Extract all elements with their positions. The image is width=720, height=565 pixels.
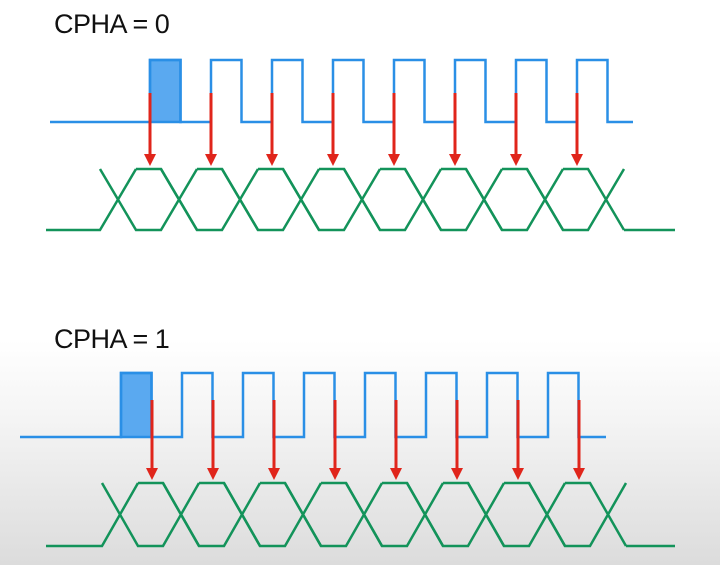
- down-arrow-icon: [329, 400, 341, 480]
- data-bit-1: [161, 481, 262, 548]
- down-arrow-icon: [510, 93, 522, 166]
- data-bit-0: [98, 167, 199, 232]
- data-bit-6: [464, 167, 565, 232]
- sample-arrows: [144, 93, 583, 166]
- data-bit-2: [222, 481, 323, 548]
- data-bit-5: [405, 481, 506, 548]
- down-arrow-icon: [327, 93, 339, 166]
- first-half-cycle-highlight: [148, 58, 182, 124]
- panel-title-cpha0: CPHA = 0: [54, 9, 170, 39]
- down-arrow-icon: [512, 400, 524, 480]
- data-bit-5: [403, 167, 504, 232]
- down-arrow-icon: [144, 93, 156, 166]
- data-idle-left: [46, 482, 140, 548]
- down-arrow-icon: [451, 400, 463, 480]
- clock-waveform: [50, 58, 633, 124]
- panel-title-cpha1: CPHA = 1: [54, 324, 170, 354]
- data-bit-0: [100, 481, 201, 548]
- data-waveform: [46, 481, 675, 548]
- down-arrow-icon: [388, 93, 400, 166]
- data-bit-1: [159, 167, 260, 232]
- data-bit-2: [220, 167, 321, 232]
- data-bit-4: [344, 481, 445, 548]
- down-arrow-icon: [207, 400, 219, 480]
- data-bit-7: [525, 167, 626, 232]
- data-bit-7: [527, 481, 628, 548]
- sample-arrows: [146, 400, 585, 480]
- data-bit-3: [283, 481, 384, 548]
- down-arrow-icon: [573, 400, 585, 480]
- data-bit-3: [281, 167, 382, 232]
- panel-cpha1: [20, 371, 675, 548]
- panel-cpha0: [46, 58, 675, 232]
- first-half-cycle-highlight: [119, 371, 153, 439]
- down-arrow-icon: [571, 93, 583, 166]
- data-bit-4: [342, 167, 443, 232]
- down-arrow-icon: [449, 93, 461, 166]
- down-arrow-icon: [205, 93, 217, 166]
- data-idle-left: [46, 168, 138, 232]
- down-arrow-icon: [266, 93, 278, 166]
- down-arrow-icon: [390, 400, 402, 480]
- down-arrow-icon: [146, 400, 158, 480]
- data-waveform: [46, 167, 675, 232]
- down-arrow-icon: [268, 400, 280, 480]
- data-bit-6: [466, 481, 567, 548]
